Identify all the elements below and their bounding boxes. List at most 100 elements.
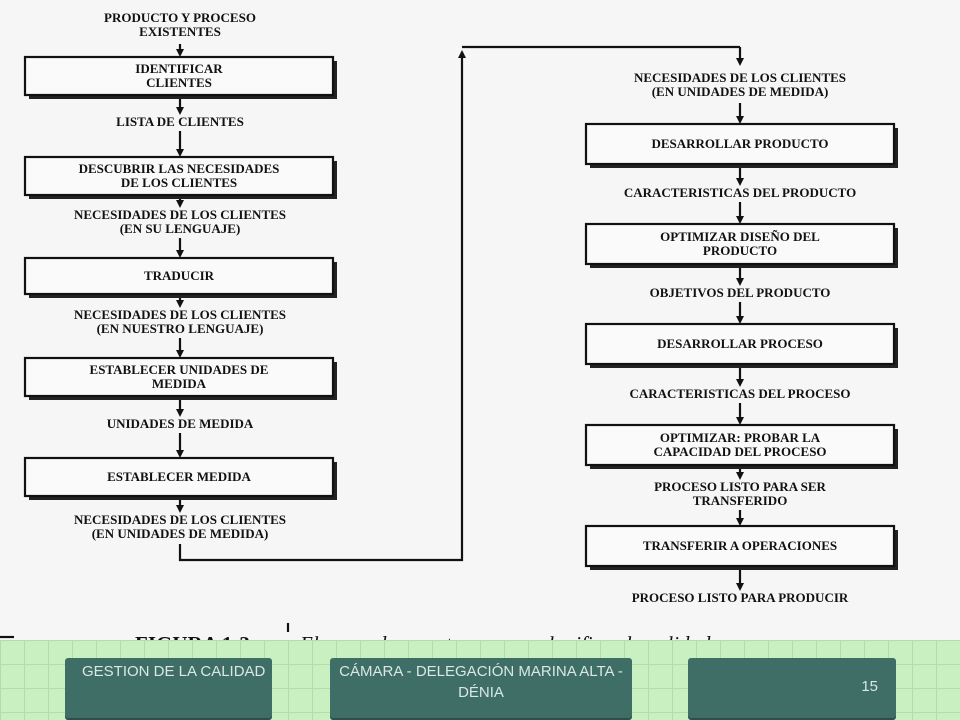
left-output-5-line-2: (EN UNIDADES DE MEDIDA) [92,526,269,541]
right-arrow-in-4-head [736,417,744,425]
left-step-5-label-line-1: ESTABLECER MEDIDA [107,469,251,484]
right-step-3: DESARROLLAR PROCESO [584,322,898,368]
left-arrow-out-1-head [176,107,184,115]
right-step-2-frame [584,222,896,266]
left-step-4-label-line-1: ESTABLECER UNIDADES DE [90,362,269,377]
right-output-5: PROCESO LISTO PARA PRODUCIR [632,590,849,605]
right-step-3-label: DESARROLLAR PROCESO [657,336,823,351]
left-arrow-out-5-head [176,505,184,513]
right-step-4-frame [584,423,896,467]
right-step-5-label: TRANSFERIR A OPERACIONES [643,538,837,553]
left-output-2: NECESIDADES DE LOS CLIENTES(EN SU LENGUA… [74,207,286,236]
left-output-1-line-1: LISTA DE CLIENTES [116,114,244,129]
footer-course-title-text: GESTION DE LA CALIDAD [82,663,266,680]
right-step-1: DESARROLLAR PRODUCTO [584,122,898,168]
right-output-2-line-1: OBJETIVOS DEL PRODUCTO [650,285,831,300]
left-arrow-in-5-head [176,450,184,458]
left-arrow-out-3-head [176,300,184,308]
left-output-5-line-1: NECESIDADES DE LOS CLIENTES [74,512,286,527]
left-step-5-frame [23,456,335,498]
left-output-5: NECESIDADES DE LOS CLIENTES(EN UNIDADES … [74,512,286,541]
left-arrow-in-4-head [176,350,184,358]
left-step-3-frame [23,256,335,296]
right-step-1-frame [584,122,896,166]
right-output-4-line-1: PROCESO LISTO PARA SER [654,479,826,494]
right-output-2: OBJETIVOS DEL PRODUCTO [650,285,831,300]
right-input-label-line-1: NECESIDADES DE LOS CLIENTES [634,70,846,85]
slide-page-number: 15 [861,678,878,695]
left-step-3-label-line-1: TRADUCIR [144,268,215,283]
left-output-4: UNIDADES DE MEDIDA [107,416,254,431]
right-step-5-frame [584,524,896,568]
right-step-3-frame [584,322,896,366]
right-output-3-line-1: CARACTERISTICAS DEL PROCESO [629,386,850,401]
right-step-1-label-line-1: DESARROLLAR PRODUCTO [651,136,828,151]
right-step-4-label-line-2: CAPACIDAD DEL PROCESO [653,444,826,459]
right-arrow-out-2-head [736,278,744,286]
left-step-2-label-line-2: DE LOS CLIENTES [121,175,237,190]
footer-organization-text: CÁMARA - DELEGACIÓN MARINA ALTA - DÉNIA [339,663,623,701]
right-step-4-label-line-1: OPTIMIZAR: PROBAR LA [660,430,821,445]
right-step-1-label: DESARROLLAR PRODUCTO [651,136,828,151]
right-arrow-in-5-head [736,518,744,526]
right-output-1: CARACTERISTICAS DEL PRODUCTO [624,185,856,200]
left-arrow-out-2-head [176,200,184,208]
right-arrow-out-3-head [736,379,744,387]
left-step-1-frame [23,55,335,97]
footer-course-title: GESTION DE LA CALIDAD [65,658,272,718]
left-step-3-label: TRADUCIR [144,268,215,283]
transition-connector [178,52,464,562]
right-arrow-in-2-head [736,216,744,224]
left-step-2-frame [23,155,335,197]
right-arrow-out-5-head [736,583,744,591]
transition-connector-down-head [736,58,744,66]
left-step-4-label-line-2: MEDIDA [152,376,207,391]
right-step-2-label-line-2: PRODUCTO [703,243,777,258]
left-step-2-label-line-1: DESCUBRIR LAS NECESIDADES [79,161,280,176]
left-output-2-line-2: (EN SU LENGUAJE) [120,221,241,236]
left-arrow-out-4-head [176,409,184,417]
left-arrow-in-3-head [176,250,184,258]
right-output-5-line-1: PROCESO LISTO PARA PRODUCIR [632,590,849,605]
left-output-3-line-1: NECESIDADES DE LOS CLIENTES [74,307,286,322]
arrow-top-to-identify-head [176,49,184,57]
right-arrow-in-1-head [736,116,744,124]
left-output-3: NECESIDADES DE LOS CLIENTES(EN NUESTRO L… [74,307,286,336]
right-arrow-out-1-head [736,178,744,186]
footer-organization: CÁMARA - DELEGACIÓN MARINA ALTA - DÉNIA [330,658,632,718]
left-step-3: TRADUCIR [23,256,337,298]
footer-page-box: 15 [688,658,896,718]
figure-caption-title: El mapa de carreteras para planificar la… [299,632,711,640]
top-input-label-line-1: PRODUCTO Y PROCESO [104,10,256,25]
left-output-2-line-1: NECESIDADES DE LOS CLIENTES [74,207,286,222]
transition-connector-up-head [458,50,466,58]
right-step-3-label-line-1: DESARROLLAR PROCESO [657,336,823,351]
figure-caption-number: FIGURA 1-3 [135,632,250,640]
top-input-label-line-2: EXISTENTES [139,24,221,39]
left-step-5-label: ESTABLECER MEDIDA [107,469,251,484]
right-arrow-out-4-head [736,472,744,480]
left-output-1: LISTA DE CLIENTES [116,114,244,129]
flow-connectors [0,44,744,639]
right-arrow-in-3-head [736,316,744,324]
left-step-1-label-line-1: IDENTIFICAR [135,61,223,76]
left-arrow-in-2-head [176,149,184,157]
right-input-label: NECESIDADES DE LOS CLIENTES(EN UNIDADES … [634,70,846,99]
left-output-3-line-2: (EN NUESTRO LENGUAJE) [97,321,264,336]
right-output-4-line-2: TRANSFERIDO [693,493,788,508]
right-step-5: TRANSFERIR A OPERACIONES [584,524,898,570]
right-output-3: CARACTERISTICAS DEL PROCESO [629,386,850,401]
